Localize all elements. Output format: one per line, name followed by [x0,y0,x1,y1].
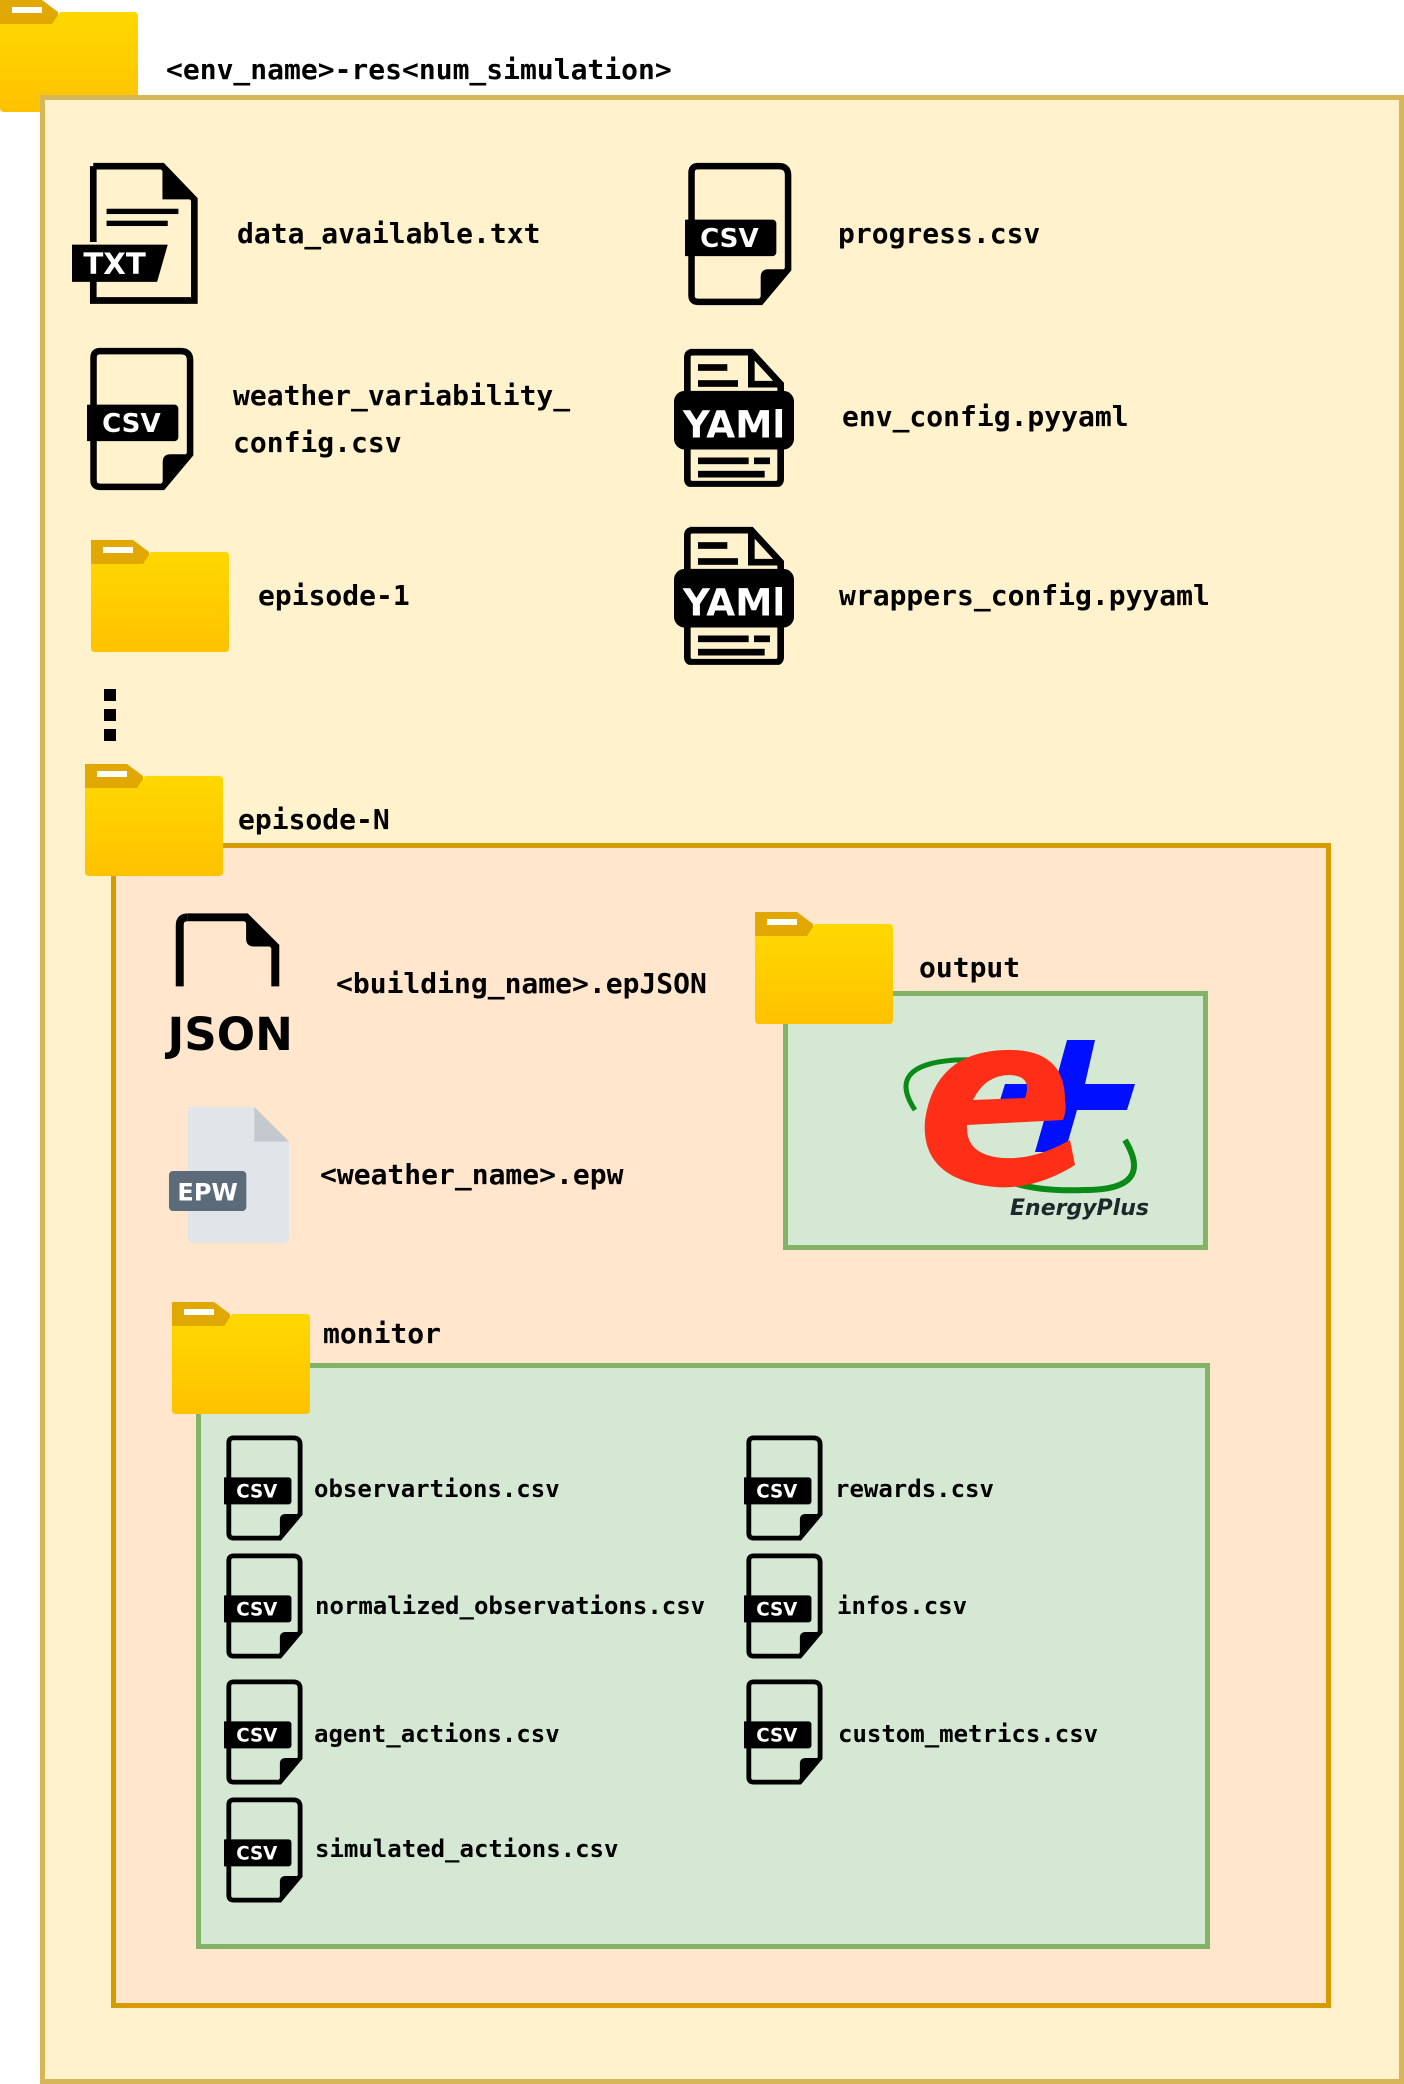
csv-file-icon: CSV [224,1678,303,1786]
svg-text:CSV: CSV [236,1600,278,1621]
svg-text:CSV: CSV [756,1600,798,1621]
csv-file-icon: CSV [685,162,792,306]
yaml-file-icon: YAMl [674,348,794,487]
folder-episode-n[interactable]: episode-N [238,803,390,836]
csv-file-icon: CSV [744,1552,823,1660]
csv-file-icon: CSV [744,1434,823,1542]
file-custom-metrics[interactable]: custom_metrics.csv [838,1720,1099,1748]
svg-text:EnergyPlus: EnergyPlus [1010,1196,1149,1221]
yaml-file-icon: YAMl [674,526,794,665]
svg-text:TXT: TXT [83,247,146,281]
file-agent-actions[interactable]: agent_actions.csv [314,1720,560,1748]
file-env-config[interactable]: env_config.pyyaml [842,400,1129,433]
ellipsis-dot [104,729,116,741]
folder-monitor[interactable]: monitor [323,1317,442,1350]
folder-output[interactable]: output [919,951,1021,984]
episode-n-folder-icon [85,764,223,876]
file-observations[interactable]: observartions.csv [314,1475,560,1503]
svg-text:YAMl: YAMl [682,403,785,447]
csv-file-icon: CSV [87,347,194,491]
svg-text:CSV: CSV [756,1726,798,1747]
root-folder-name: <env_name>-res<num_simulation> [166,53,672,86]
file-infos[interactable]: infos.csv [837,1592,968,1620]
folder-episode-1[interactable]: episode-1 [258,579,410,612]
file-simulated-actions[interactable]: simulated_actions.csv [315,1835,619,1863]
csv-file-icon: CSV [224,1796,303,1904]
svg-text:CSV: CSV [236,1844,278,1865]
file-weather-variability-line2[interactable]: config.csv [233,426,402,459]
svg-text:CSV: CSV [236,1482,278,1503]
file-normalized-observations[interactable]: normalized_observations.csv [315,1592,706,1620]
file-wrappers-config[interactable]: wrappers_config.pyyaml [839,579,1210,612]
ellipsis-dot [104,689,116,701]
file-rewards[interactable]: rewards.csv [835,1475,994,1503]
file-weather-epw[interactable]: <weather_name>.epw [320,1158,624,1191]
ellipsis-dot [104,709,116,721]
file-progress[interactable]: progress.csv [838,217,1041,250]
svg-text:CSV: CSV [700,224,759,254]
svg-text:CSV: CSV [102,409,161,439]
epw-file-icon: EPW [169,1107,289,1243]
file-building-epjson[interactable]: <building_name>.epJSON [336,967,707,1000]
svg-text:EPW: EPW [177,1178,237,1206]
svg-text:CSV: CSV [756,1482,798,1503]
energyplus-logo: EnergyPlus [903,1040,1149,1221]
output-folder-icon [755,912,893,1024]
csv-file-icon: CSV [224,1434,303,1542]
txt-file-icon: TXT [72,162,198,304]
svg-text:CSV: CSV [236,1726,278,1747]
csv-file-icon: CSV [744,1678,823,1786]
monitor-container [196,1363,1210,1949]
csv-file-icon: CSV [224,1552,303,1660]
json-file-icon: JSON [164,913,293,1061]
svg-text:JSON: JSON [164,1008,292,1061]
svg-text:YAMl: YAMl [682,581,785,625]
episode-1-folder-icon [91,540,229,652]
file-data-available[interactable]: data_available.txt [237,217,541,250]
monitor-folder-icon [172,1302,310,1414]
file-weather-variability-line1[interactable]: weather_variability_ [233,379,571,412]
